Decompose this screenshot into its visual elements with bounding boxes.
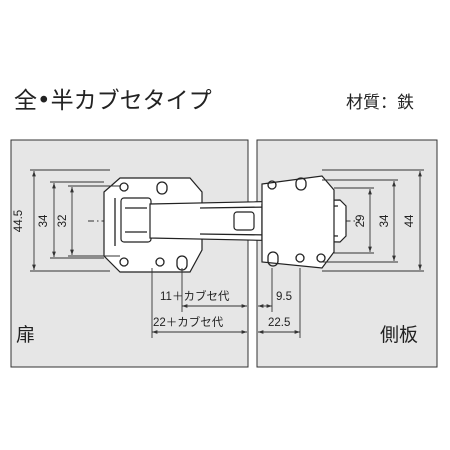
- dim-right-outer: 44: [404, 214, 416, 227]
- title: 全•半カブセタイプ: [14, 88, 212, 114]
- material-label: 材質：鉄: [346, 93, 414, 113]
- right-dimensions: 29 34 44: [322, 169, 424, 272]
- bottom-dimensions: 11＋カブセ代 22＋カブセ代 9.5 22.5: [151, 268, 301, 338]
- side-mounting-plate: [261, 175, 335, 269]
- left-dimensions: 44.5 34 32: [13, 169, 120, 272]
- dim-left-outer: 44.5: [13, 210, 25, 232]
- dim-door-upper: 11＋カブセ代: [160, 289, 230, 303]
- dim-left-middle: 34: [38, 214, 50, 227]
- dim-right-middle: 34: [379, 214, 391, 227]
- dim-right-inner: 29: [355, 215, 367, 228]
- dim-side-upper: 9.5: [276, 291, 292, 303]
- dim-door-lower: 22＋カブセ代: [153, 315, 224, 329]
- dim-side-lower: 22.5: [268, 317, 290, 329]
- side-panel-label: 側板: [380, 324, 418, 346]
- dim-left-inner: 32: [57, 215, 69, 228]
- door-label: 扉: [16, 324, 35, 346]
